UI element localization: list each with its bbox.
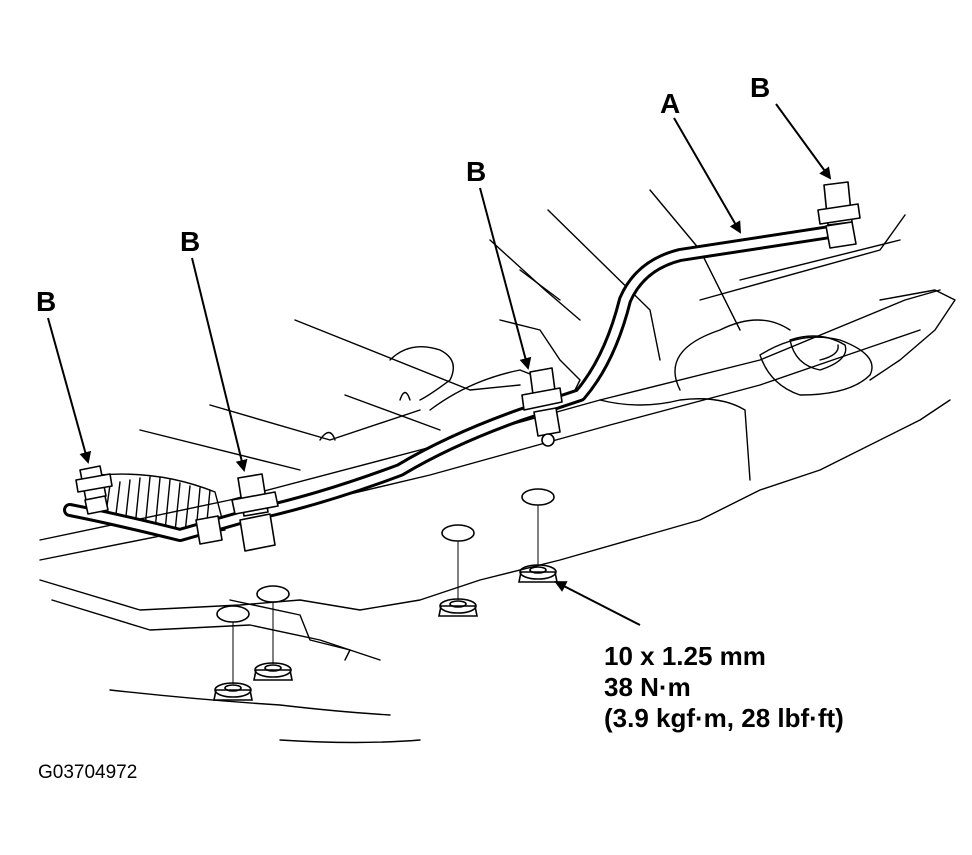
leader-b-center [479,187,532,370]
leader-b-center-left [191,257,248,472]
flange-nut [253,662,293,681]
bolt-hole [256,585,290,603]
fastener-spec: 10 x 1.25 mm 38 N·m (3.9 kgf·m, 28 lbf·f… [604,641,844,734]
callout-b-center: B [466,156,487,187]
fuel-line-a [63,225,837,542]
engine-outline [139,189,741,471]
callout-b-center-left: B [180,226,201,257]
flange-nut [518,564,558,583]
spec-torque-alt: (3.9 kgf·m, 28 lbf·ft) [604,703,844,733]
flange-nut [438,598,478,617]
clip-b-center [521,367,563,447]
figure-id: G03704972 [38,762,138,783]
leader-b-right [775,103,832,180]
mounting-fasteners [213,488,558,701]
clip-b-right [817,181,861,249]
spec-torque-nm: 38 N·m [604,672,691,702]
callout-a: A [660,88,681,119]
callout-b-left: B [36,286,57,317]
leader-b-left [47,317,92,464]
callout-b-right: B [750,72,771,103]
leader-a [673,117,742,234]
bolt-hole [216,605,250,623]
leader-spec [554,581,641,626]
flange-nut [213,682,253,701]
clip-b-left [75,465,113,515]
clip-b-center-left [195,473,279,552]
bolt-hole [521,488,555,506]
spec-size: 10 x 1.25 mm [604,641,766,671]
bolt-hole [441,524,475,542]
